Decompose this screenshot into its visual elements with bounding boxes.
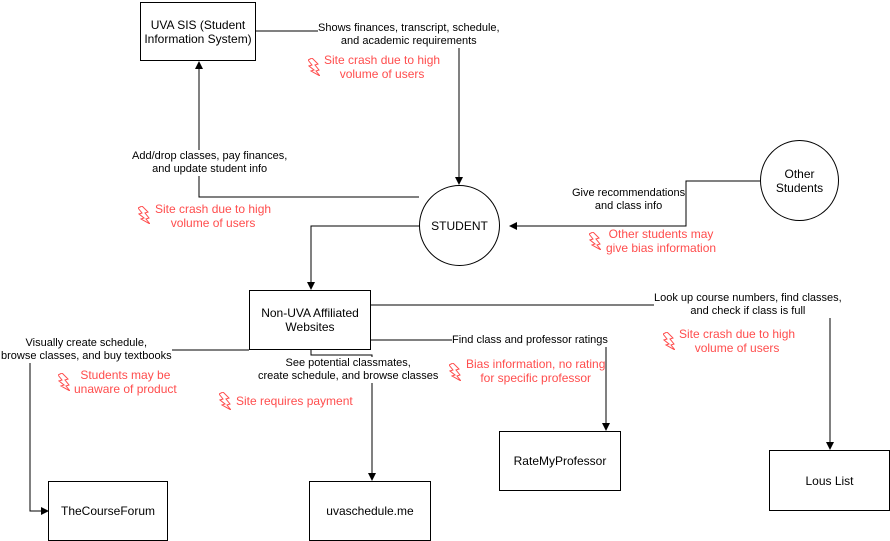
lightning-bolt-icon xyxy=(58,373,70,391)
node-lous-list: Lous List xyxy=(769,450,890,511)
edge-label-to-louslist: Look up course numbers, find classes, an… xyxy=(654,292,842,318)
node-non-uva-websites: Non-UVA Affiliated Websites xyxy=(249,290,371,350)
edge-label-student-to-sis: Add/drop classes, pay finances, and upda… xyxy=(132,150,288,176)
lightning-bolt-icon xyxy=(449,363,461,381)
node-other-students: Other Students xyxy=(760,140,839,221)
edge-other-to-student xyxy=(509,180,760,230)
risk-bias-rmp: Bias information, no rating for specific… xyxy=(466,357,606,385)
risk-sis-crash-left: Site crash due to high volume of users xyxy=(155,202,272,230)
risk-louslist-crash: Site crash due to high volume of users xyxy=(679,327,796,355)
edge-student-to-nonuva xyxy=(307,225,421,290)
lightning-bolt-icon xyxy=(138,206,150,224)
edge-label-sis-to-student: Shows finances, transcript, schedule, an… xyxy=(318,22,500,48)
edge-to-uvaschedule xyxy=(310,350,376,481)
lightning-bolt-icon xyxy=(308,58,320,76)
node-student: STUDENT xyxy=(419,185,500,266)
edge-label-other-to-student: Give recommendations and class info xyxy=(572,187,686,213)
node-thecourseforum: TheCourseForum xyxy=(48,481,168,541)
edge-label-to-courseforum: Visually create schedule, browse classes… xyxy=(1,337,172,363)
node-uva-sis: UVA SIS (Student Information System) xyxy=(140,2,256,61)
risk-sis-crash-top: Site crash due to high volume of users xyxy=(324,53,441,81)
lightning-bolt-icon xyxy=(219,392,231,410)
node-uvaschedule: uvaschedule.me xyxy=(309,481,431,541)
edge-student-to-sis xyxy=(195,61,419,198)
lightning-bolt-icon xyxy=(589,232,601,250)
edge-label-to-uvaschedule: See potential classmates, create schedul… xyxy=(258,357,439,383)
risk-unaware: Students may be unaware of product xyxy=(74,368,177,396)
edge-to-rmp xyxy=(371,339,610,431)
node-ratemyprofessor: RateMyProfessor xyxy=(499,431,621,491)
edge-label-to-rmp: Find class and professor ratings xyxy=(452,334,608,347)
risk-payment: Site requires payment xyxy=(236,394,353,408)
lightning-bolt-icon xyxy=(663,332,675,350)
risk-bias-students: Other students may give bias information xyxy=(606,227,717,255)
